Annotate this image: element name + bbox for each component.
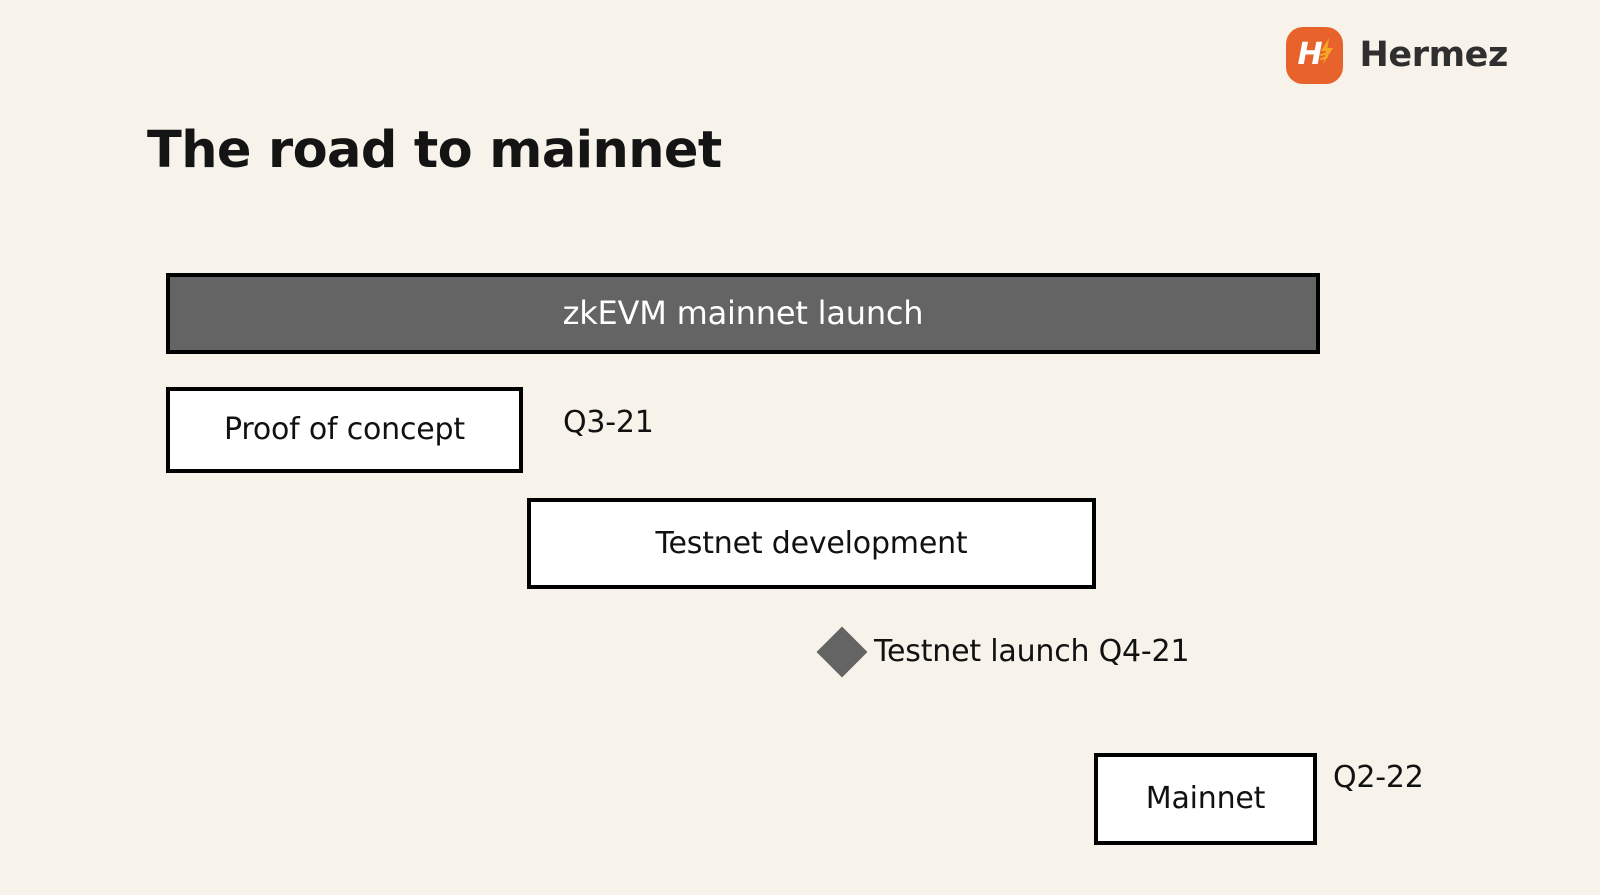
timeline-bar-proof-of-concept: Proof of concept	[166, 387, 523, 473]
timeline-bar-mainnet: Mainnet	[1094, 753, 1317, 845]
quarter-label-mainnet: Q2-22	[1333, 760, 1424, 795]
quarter-label-proof-of-concept: Q3-21	[563, 405, 654, 440]
brand-name: Hermez	[1359, 35, 1509, 75]
page-title: The road to mainnet	[147, 121, 722, 181]
lightning-bolt-icon	[1319, 38, 1333, 64]
timeline-bar-label: Proof of concept	[224, 412, 465, 447]
timeline-bar-label: zkEVM mainnet launch	[562, 294, 924, 333]
brand-logo: H Hermez	[1285, 27, 1509, 84]
milestone-testnet-launch: Testnet launch Q4-21	[816, 626, 1190, 678]
timeline-bar-testnet-development: Testnet development	[527, 498, 1096, 589]
hermez-logo-icon: H	[1285, 27, 1343, 84]
diamond-marker-icon	[816, 626, 868, 678]
timeline-bar-zkevm-mainnet-launch: zkEVM mainnet launch	[166, 273, 1320, 354]
logo-letter-h: H	[1297, 37, 1323, 72]
milestone-label: Testnet launch Q4-21	[874, 634, 1190, 669]
timeline-bar-label: Testnet development	[655, 525, 968, 561]
timeline-bar-label: Mainnet	[1145, 781, 1266, 816]
